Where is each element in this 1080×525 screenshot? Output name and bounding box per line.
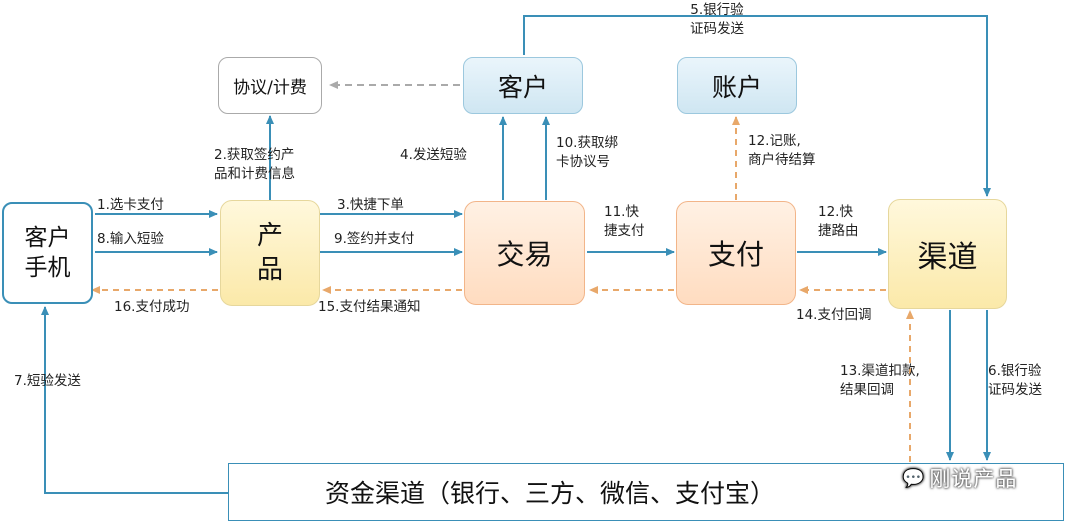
- edge-label-8: 8.输入短验: [97, 231, 164, 247]
- edge-label-3: 3.快捷下单: [337, 197, 404, 213]
- edge-label-9: 9.签约并支付: [334, 231, 415, 247]
- node-account: 账户: [677, 57, 797, 114]
- wechat-icon: 💬: [902, 467, 926, 489]
- node-channel: 渠道: [888, 199, 1007, 309]
- edge-label-1: 1.选卡支付: [97, 197, 164, 213]
- edge-label-12b: 12.快 捷路由: [818, 204, 859, 239]
- node-pay: 支付: [676, 201, 796, 305]
- node-fund-channel: 资金渠道（银行、三方、微信、支付宝）: [228, 463, 1064, 521]
- node-protocol: 协议/计费: [218, 57, 322, 114]
- edge-line-5: [523, 15, 991, 197]
- edge-label-14: 14.支付回调: [796, 307, 872, 323]
- edge-label-11: 11.快 捷支付: [604, 204, 645, 239]
- edge-label-7: 7.短验发送: [14, 373, 81, 389]
- edge-label-5: 5.银行验 证码发送: [690, 2, 744, 37]
- edge-label-13: 13.渠道扣款, 结果回调: [840, 363, 920, 398]
- edge-label-4: 4.发送短验: [400, 147, 467, 163]
- edge-label-12a: 12.记账, 商户待结算: [748, 133, 816, 168]
- edge-label-2: 2.获取签约产 品和计费信息: [214, 147, 295, 182]
- edge-label-6: 6.银行验 证码发送: [988, 363, 1042, 398]
- node-product: 产 品: [220, 200, 320, 306]
- edge-label-15: 15.支付结果通知: [318, 299, 421, 315]
- edge-label-16: 16.支付成功: [114, 299, 190, 315]
- edge-line-7: [41, 306, 228, 494]
- watermark-text: 刚说产品: [929, 467, 1018, 491]
- edge-label-10: 10.获取绑 卡协议号: [556, 135, 618, 170]
- node-customer: 客户: [463, 57, 583, 114]
- watermark: 💬 刚说产品: [902, 463, 1017, 493]
- node-trade: 交易: [464, 201, 585, 305]
- node-phone: 客户 手机: [2, 202, 93, 304]
